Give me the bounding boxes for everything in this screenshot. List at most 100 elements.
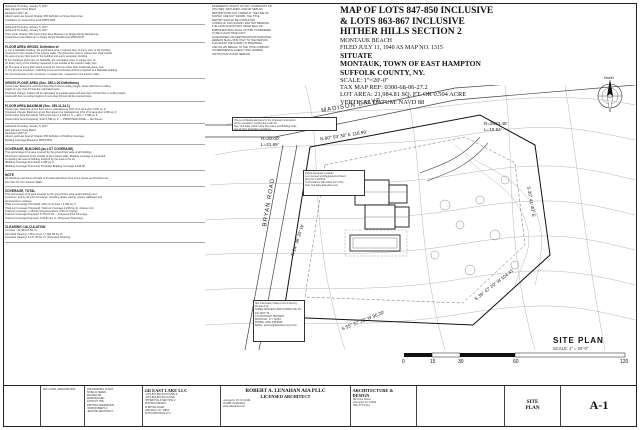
- note-line: COPIES OF THIS SURVEY MAP NOT BEARING: [212, 22, 269, 26]
- lot-boundary: [282, 114, 551, 326]
- note-line: WRITTEN PERMISSION: [86, 403, 115, 407]
- note-line: SURVEY ARE NOT SHOWN. THE TITLE: [212, 15, 260, 19]
- note-divider: [5, 41, 205, 43]
- firm-name: ARCHITECTURE &: [352, 387, 394, 393]
- note-line: Site Information Taken From A Survey: [255, 302, 297, 305]
- note-divider: [5, 24, 205, 26]
- note-line: (1) Every story of the building measured…: [5, 62, 97, 66]
- note-line: Current law: Maximum gross floor area is…: [5, 107, 107, 111]
- title-strip: REV | DATE | DESCRIPTION THE DRAWING IS …: [3, 385, 637, 427]
- note-heading: CLEARING CALCULATION: [5, 225, 46, 230]
- note-line: Proposed change: Cellars will be calcula…: [5, 91, 126, 95]
- note-line: INSTITUTION LISTED HEREON.: [212, 52, 251, 56]
- note-line: TO BE A VALID TRUE COPY.: [212, 32, 247, 36]
- note-line: THE LAND SURVEYOR'S INKED SEAL OR: [212, 25, 263, 29]
- map-lot-area: LOT AREA: 21,984.81 SQ. FT. OR 0.504 ACR…: [340, 91, 467, 99]
- topo-contours: [204, 84, 636, 351]
- note-line: UTILITIES, WETLANDS, AND OR SIMILAR: [212, 8, 263, 12]
- site-plan-title: SITE PLAN: [553, 336, 604, 345]
- note-line: www.ralenahan.com: [222, 405, 246, 409]
- note-line: FROM ROBERT A.: [86, 406, 108, 410]
- note-line: GUARANTEES OR CERTIFICATIONS INDICATED: [212, 35, 272, 39]
- note-line: is a Licensed and Registered Architect: [305, 175, 346, 179]
- note-line: MONTAUK BEACH: [144, 402, 167, 406]
- map-title-line4: MONTAUK BEACH: [340, 37, 393, 44]
- scale-tick-label: 30: [458, 359, 464, 365]
- strip-blank-cell: [417, 386, 505, 427]
- note-line: THE DRAWING IS NOT: [86, 387, 114, 391]
- map-tax-ref: TAX MAP REF: 0300-68-06-27.2: [340, 84, 428, 92]
- note-line: RESTRICTIONS NOT VISIBLE AT THE TIME OF: [212, 11, 269, 15]
- note-line: (Adopted) Thursday, January 5, 2017: [5, 26, 48, 30]
- scale-tick-label: 0: [402, 359, 405, 365]
- note-line: This set of Residential plans for the pr…: [234, 119, 296, 122]
- note-line: Total Lot Coverage: 1,453 SF (Proposed D…: [5, 210, 78, 214]
- note-line: Proposed change: Maximum gross floor are…: [5, 110, 118, 114]
- note-line: AND ON HIS BEHALF TO THE TITLE COMPANY,: [212, 45, 270, 49]
- note-line: [Building Coverage Permitted]: 3,298 sq.…: [5, 161, 55, 165]
- scale-tick-label: 15: [430, 359, 436, 365]
- note-divider: [5, 123, 205, 125]
- map-title-line3: HITHER HILLS SECTION 2: [340, 27, 462, 37]
- note-line: (Adopted) Thursday, January 5, 2017: [5, 5, 48, 8]
- note-divider: [5, 100, 205, 102]
- curve-radius-2: R=2863.48': [484, 121, 508, 126]
- note-line: Licensed in NY, NJ & ME: [222, 398, 251, 402]
- note-line: Resolution 2017-17: [5, 131, 28, 135]
- note-line: Total Lot Coverage Proposed: 9.09.81 Sq.…: [5, 216, 83, 220]
- note-line: (R.A) NY # 027872: [305, 178, 326, 182]
- note-line: REV | DATE | DESCRIPTION: [42, 387, 76, 391]
- note-heading: FLOOR AREA MAXIMUM (Sec. 255-11-24.1): [5, 103, 70, 108]
- note-line: Limitations on Gross Floor Area SPRS RFR: [5, 18, 56, 22]
- note-line: measured to the outside of the exterior …: [5, 52, 112, 56]
- note-line: New York State Uniform Fire Prevention a…: [234, 125, 297, 129]
- note-line: less than 10' from Exterior Walls.: [5, 180, 43, 184]
- note-line: Lot Area = 21,984.81 Sq. Ft.: [5, 229, 38, 233]
- bryan-road-edge-left: [244, 144, 284, 351]
- note-line: Robert Alexander Lenahan: [305, 172, 334, 175]
- note-line: (2) The area of every floor which is use…: [5, 65, 104, 69]
- site-plan-scale: SCALE: 1" = 20'-0": [553, 346, 589, 351]
- note-heading: COVERAGE, TOTAL: [5, 189, 36, 194]
- note-line: 30 BRYAN ROAD: [144, 405, 165, 409]
- curve-length: L=41.69': [261, 142, 279, 147]
- note-line: LOTS 847-850 INCLUSIVE &: [144, 392, 178, 396]
- note-divider: [5, 241, 205, 243]
- note-line: LOTS 863-867 INCLUSIVE: [144, 395, 175, 399]
- note-divider: [5, 170, 205, 172]
- note-line: A. For a habitable building, the cumulat…: [5, 48, 111, 52]
- note-line: JAMES WALKER LAND SURVEYOR, PC: [255, 308, 302, 312]
- note-divider: [5, 186, 205, 188]
- map-datum: VERTICAL DATUM: NAVD 88: [340, 98, 425, 106]
- drawing-title-2: PLAN: [525, 404, 540, 411]
- note-line: PHONE: (631) 435-8835: [255, 321, 283, 325]
- note-divider: [5, 144, 205, 146]
- note-divider: [5, 222, 205, 224]
- note-line: EASEMENTS, RIGHTS OF WAY, COVENANTS OR: [212, 5, 272, 8]
- note-line: WITHOUT THE: [86, 400, 104, 404]
- note-block: GROSS FLOOR AREA (Sec. 255-1-20 Definiti…: [5, 81, 205, 99]
- strip-revisions-cell: REV | DATE | DESCRIPTION: [41, 386, 85, 427]
- note-line: East Hampton Town Board: [5, 128, 36, 132]
- note-heading: FLOOR AREA GROSS, Definition of: [5, 44, 59, 49]
- note-line: Total Lot Coverage Proposed: 5,753.10 SF…: [5, 213, 88, 217]
- note-line: Greenport, NY 11944: [352, 401, 377, 405]
- proposed-pool: [349, 234, 401, 252]
- curve-radius: R=20.00': [261, 136, 280, 141]
- note-line: All Dwellings and Zones Outside of the E…: [5, 177, 109, 181]
- map-title-line7: MONTAUK, TOWN OF EAST HAMPTON: [340, 59, 481, 68]
- map-title-line8: SUFFOLK COUNTY, NY.: [340, 67, 425, 77]
- strip-sheet-cell: A-1: [561, 386, 637, 427]
- note-divider: [5, 77, 205, 79]
- note-line: (631) 477-1414: [352, 404, 370, 408]
